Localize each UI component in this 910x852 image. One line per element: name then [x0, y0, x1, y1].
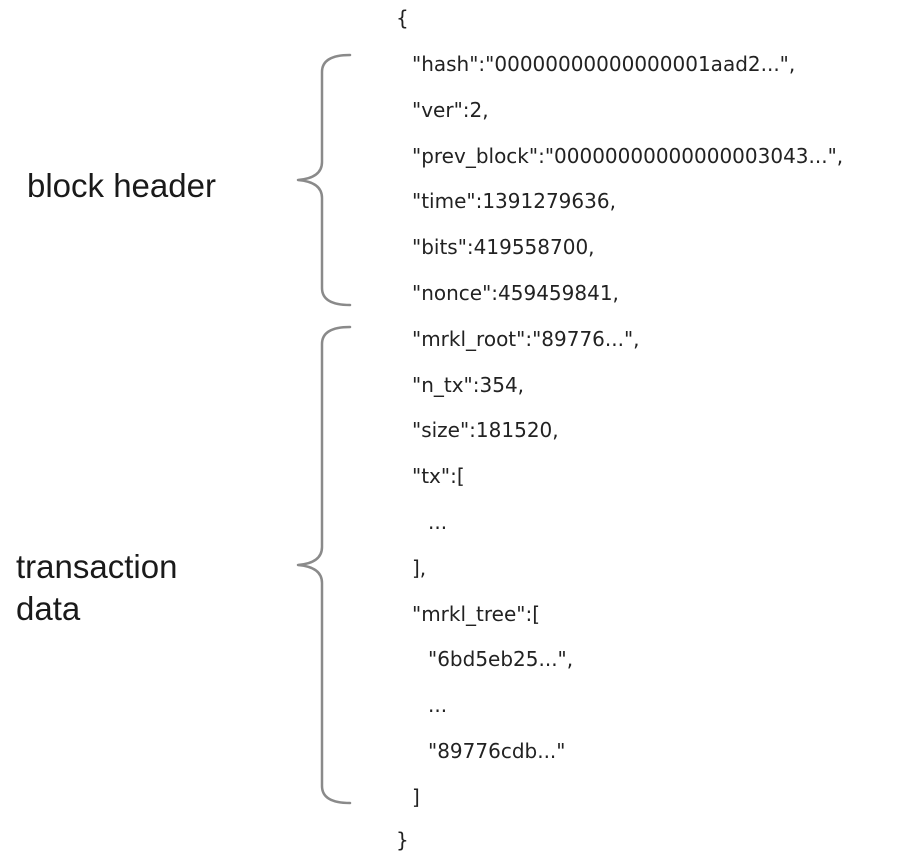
- json-close-brace: }: [396, 828, 409, 852]
- json-line-hash: "hash":"00000000000000001aad2...",: [412, 52, 796, 76]
- json-line-tx-open: "tx":[: [412, 464, 465, 488]
- json-open-brace: {: [396, 6, 409, 30]
- json-line-tree-item-last: "89776cdb...": [428, 739, 566, 763]
- json-line-tx-close: ],: [412, 556, 427, 580]
- json-line-tree-item-1: "6bd5eb25...",: [428, 647, 574, 671]
- json-line-mrkl-root: "mrkl_root":"89776...",: [412, 327, 640, 351]
- json-line-prev-block: "prev_block":"00000000000000003043...",: [412, 144, 844, 168]
- json-line-time: "time":1391279636,: [412, 189, 616, 213]
- transaction-data-label-line1: transaction: [16, 548, 178, 585]
- json-line-n-tx: "n_tx":354,: [412, 373, 525, 397]
- json-line-nonce: "nonce":459459841,: [412, 281, 619, 305]
- block-header-brace: [296, 53, 352, 307]
- transaction-data-brace: [296, 325, 352, 805]
- json-line-size: "size":181520,: [412, 418, 559, 442]
- json-line-tree-ellipsis: ...: [428, 693, 448, 717]
- transaction-data-label-line2: data: [16, 590, 81, 627]
- block-header-label: block header: [27, 167, 216, 204]
- json-line-bits: "bits":419558700,: [412, 235, 595, 259]
- json-line-tree-close: ]: [412, 785, 420, 809]
- json-line-mrkl-tree-open: "mrkl_tree":[: [412, 602, 541, 626]
- json-line-tx-ellipsis: ...: [428, 510, 448, 534]
- json-line-ver: "ver":2,: [412, 98, 489, 122]
